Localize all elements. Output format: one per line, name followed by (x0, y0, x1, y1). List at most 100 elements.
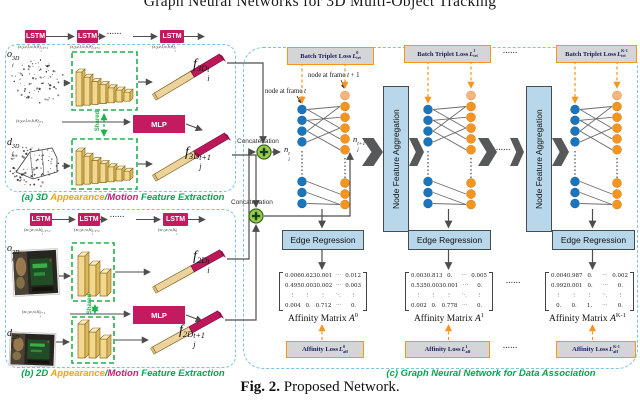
flow-arrows (46, 32, 206, 346)
ellipsis: ...... (110, 212, 125, 219)
node-feature-aggregation-box-0: Node Feature Aggregation (383, 86, 409, 232)
lstm-box: LSTM (25, 30, 46, 43)
matrix-row: 0.0.1.⋯0. (556, 303, 623, 310)
ellipsis: ...... (506, 278, 521, 285)
cnn-stack-2d-bottom (77, 319, 112, 359)
ellipsis: ...... (503, 48, 518, 55)
shared-weight-arrows (91, 113, 108, 314)
panel-2d-feature-extraction (5, 209, 236, 368)
lstm-box: LSTM (163, 213, 188, 226)
shared-label: Shared (87, 293, 94, 315)
concatenation-label: Concatenation (231, 199, 273, 206)
matrix-row: ⋮⋮⋮⋱⋮ (555, 293, 624, 300)
block-arrow (552, 138, 569, 166)
affinity-matrix-caption-1: Affinity Matrix A1 (413, 312, 485, 325)
panel-3d-feature-extraction (5, 44, 236, 192)
matrix-row: ⋮⋮⋮⋱⋮ (289, 293, 357, 300)
figure-caption: Fig. 2. Proposed Network. (240, 379, 400, 395)
affinity-matrix-caption-0: Affinity Matrix A0 (287, 312, 359, 325)
block-arrow (362, 138, 383, 166)
photo-object-2d (11, 248, 60, 297)
concatenation-node-bottom (248, 208, 264, 224)
ellipsis: ...... (496, 145, 511, 152)
block-arrow (478, 138, 497, 166)
bipartite-graph-1 (423, 61, 476, 340)
shared-label: Shared (95, 110, 102, 132)
photo-detection-2d (8, 331, 57, 368)
lstm-box: LSTM (30, 213, 52, 226)
cnn-stack-3d-top (75, 68, 134, 107)
concatenation-wires (225, 62, 354, 321)
node-frame-t-annotation: node at frame t (265, 88, 306, 95)
edge-regression-box-1: Edge Regression (408, 230, 491, 250)
feature-bar-2d-t1 (150, 310, 224, 355)
pointcloud-object-3d (11, 59, 64, 104)
node-frame-t1-annotation: node at frame t + 1 (308, 72, 360, 79)
lstm-box: LSTM (77, 30, 98, 43)
concatenation-node-top (256, 144, 272, 160)
block-arrow (510, 138, 524, 166)
affinity-matrix-caption-2: Affinity Matrix AK-1 (549, 312, 626, 325)
cnn-stack-3d-bottom (75, 147, 134, 186)
feature-bar-3d-t1 (152, 132, 231, 182)
feature-bar-2d-t (152, 249, 226, 294)
bipartite-graph-0 (297, 63, 350, 340)
cnn-stack-2d-top (77, 251, 112, 297)
ellipsis: ...... (107, 29, 122, 36)
bipartite-graph-2 (570, 61, 622, 340)
pointcloud-detection-3d (9, 146, 60, 188)
mlp-box: MLP (133, 306, 185, 324)
lstm-box: LSTM (78, 213, 100, 226)
lstm-box: LSTM (160, 30, 184, 43)
edge-regression-box-0: Edge Regression (282, 230, 364, 250)
ellipsis: ...... (503, 343, 518, 350)
mlp-box: MLP (133, 115, 185, 133)
feature-bar-3d-t (151, 53, 226, 101)
caption-panel-b: (b) 2D Appearance/Motion Feature Extract… (21, 368, 225, 379)
concatenation-label: Concatenation (237, 138, 279, 145)
matrix-row: ⋮⋮⋮⋱⋮ (415, 293, 483, 300)
page-title: Graph Neural Networks for 3D Multi-Objec… (143, 0, 497, 10)
node-feature-aggregation-box-1: Node Feature Aggregation (526, 86, 552, 232)
block-arrow (409, 138, 424, 166)
caption-panel-a: (a) 3D Appearance/Motion Feature Extract… (21, 192, 225, 203)
caption-panel-c: (c) Graph Neural Network for Data Associ… (386, 368, 596, 379)
